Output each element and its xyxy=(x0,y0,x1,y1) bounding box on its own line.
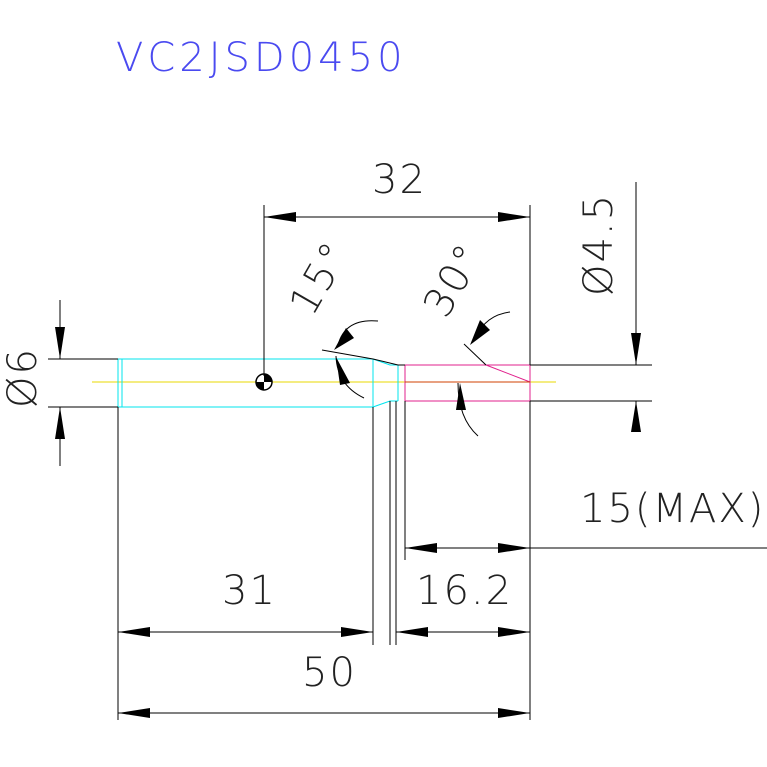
datum-symbol xyxy=(255,373,273,391)
tip-point-line xyxy=(485,364,531,383)
neck-taper-bottom xyxy=(372,400,398,408)
dim-angle-15-label: 15° xyxy=(281,233,359,323)
neck-taper-top xyxy=(372,358,398,366)
shank-outline xyxy=(117,358,374,408)
neck-edge-top xyxy=(321,349,374,360)
tool-body xyxy=(92,349,556,408)
dim-angle-15: 15° xyxy=(281,233,379,399)
dim-diameter-4-5-label: Ø4.5 xyxy=(576,193,622,296)
dim-diameter-6-label: Ø6 xyxy=(0,347,46,408)
part-number-title: VC2JSD0450 xyxy=(116,35,407,81)
dim-16-2-label: 16.2 xyxy=(416,568,513,614)
dim-31-label: 31 xyxy=(222,568,277,614)
dim-32-label: 32 xyxy=(372,157,427,203)
dim-angle-30: 30° xyxy=(415,235,511,437)
tip-box xyxy=(404,364,531,402)
dim-diameter-4-5: Ø4.5 xyxy=(530,182,652,432)
dim-angle-30-label: 30° xyxy=(415,235,493,325)
dim-diameter-6: Ø6 xyxy=(0,300,118,466)
dim-15-max-label: 15(MAX) xyxy=(580,486,765,532)
dim-32: 32 xyxy=(263,157,531,376)
dim-50: 50 xyxy=(118,650,530,718)
dim-50-label: 50 xyxy=(302,650,357,696)
dim-16-2: 16.2 xyxy=(395,401,531,720)
dim-31: 31 xyxy=(117,401,391,720)
dim-15-max: 15(MAX) xyxy=(404,401,767,560)
neck-edge-mid xyxy=(372,358,399,366)
